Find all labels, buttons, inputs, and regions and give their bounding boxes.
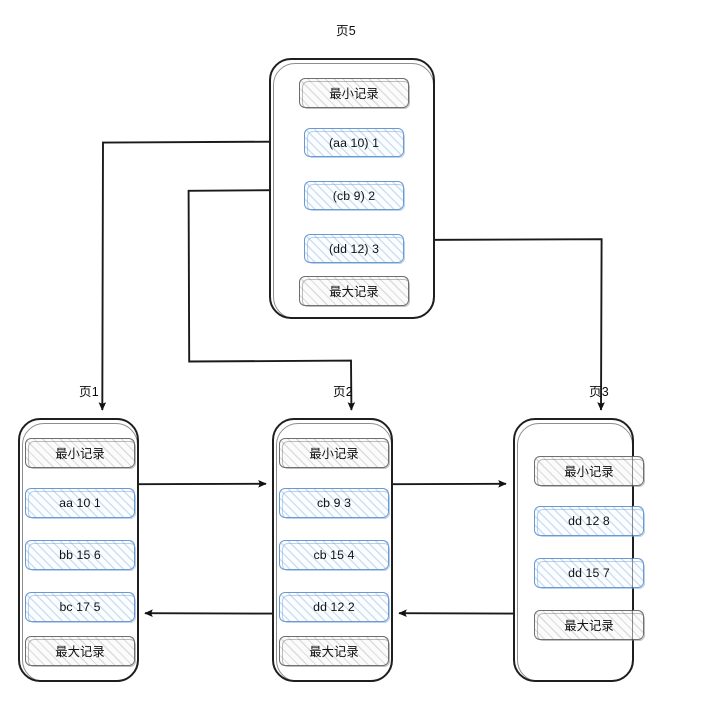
node-page2-rec1[interactable]: cb 9 3 xyxy=(279,488,390,519)
node-label: bc 17 5 xyxy=(59,600,101,614)
node-page3-rec1[interactable]: dd 12 8 xyxy=(534,506,645,537)
node-page1-rec2[interactable]: bb 15 6 xyxy=(25,540,136,571)
node-label: 最大记录 xyxy=(55,645,105,659)
node-page3-rec2[interactable]: dd 15 7 xyxy=(534,558,645,589)
page-label-page2: 页2 xyxy=(333,385,353,399)
node-page1-min[interactable]: 最小记录 xyxy=(25,438,136,469)
link-dd12-to-page3 xyxy=(400,238,605,411)
node-label: cb 9 3 xyxy=(316,496,352,510)
node-label: 最小记录 xyxy=(329,87,379,101)
node-label: bb 15 6 xyxy=(59,548,101,562)
node-label: dd 12 2 xyxy=(313,600,355,614)
node-page1-rec1[interactable]: aa 10 1 xyxy=(25,488,136,519)
node-page5-rec3[interactable]: (dd 12) 3 xyxy=(304,234,405,264)
node-label: 最大记录 xyxy=(564,619,614,633)
page-container-page1[interactable]: 最小记录 aa 10 1 bb 15 6 bc 17 5 最大记录 xyxy=(18,418,139,682)
node-page5-max[interactable]: 最大记录 xyxy=(299,276,410,307)
node-label: aa 10 1 xyxy=(59,496,101,510)
node-page3-min[interactable]: 最小记录 xyxy=(534,456,645,487)
node-label: 最小记录 xyxy=(309,447,359,461)
page-label-page3: 页3 xyxy=(589,385,609,399)
node-label: 最大记录 xyxy=(309,645,359,659)
node-label: (cb 9) 2 xyxy=(332,188,376,203)
link-aa10-to-page1 xyxy=(98,140,303,411)
node-label: 最小记录 xyxy=(55,447,105,461)
node-page2-min[interactable]: 最小记录 xyxy=(279,438,390,469)
page-container-page5[interactable]: 最小记录 (aa 10) 1 (cb 9) 2 (dd 12) 3 最大记录 xyxy=(269,58,435,319)
node-page1-max[interactable]: 最大记录 xyxy=(25,636,136,667)
node-page2-rec3[interactable]: dd 12 2 xyxy=(279,592,390,623)
node-page1-rec3[interactable]: bc 17 5 xyxy=(25,592,136,623)
page-label-page1: 页1 xyxy=(79,385,99,399)
node-label: dd 12 8 xyxy=(568,514,610,528)
page-label-page5: 页5 xyxy=(336,24,356,38)
node-label: (dd 12) 3 xyxy=(328,241,380,256)
node-label: (aa 10) 1 xyxy=(328,135,380,150)
node-page5-rec1[interactable]: (aa 10) 1 xyxy=(304,128,405,158)
node-label: 最大记录 xyxy=(329,285,379,299)
node-label: dd 15 7 xyxy=(568,566,610,580)
page-container-page2[interactable]: 最小记录 cb 9 3 cb 15 4 dd 12 2 最大记录 xyxy=(272,418,393,682)
node-page2-rec2[interactable]: cb 15 4 xyxy=(279,540,390,571)
node-page3-max[interactable]: 最大记录 xyxy=(534,610,645,641)
node-page5-min[interactable]: 最小记录 xyxy=(299,78,410,109)
node-label: cb 15 4 xyxy=(313,548,355,562)
page-container-page3[interactable]: 最小记录 dd 12 8 dd 15 7 最大记录 xyxy=(513,418,645,682)
node-page5-rec2[interactable]: (cb 9) 2 xyxy=(304,181,405,211)
link-cb9-to-page2 xyxy=(187,189,356,411)
node-label: 最小记录 xyxy=(564,465,614,479)
node-page2-max[interactable]: 最大记录 xyxy=(279,636,390,667)
